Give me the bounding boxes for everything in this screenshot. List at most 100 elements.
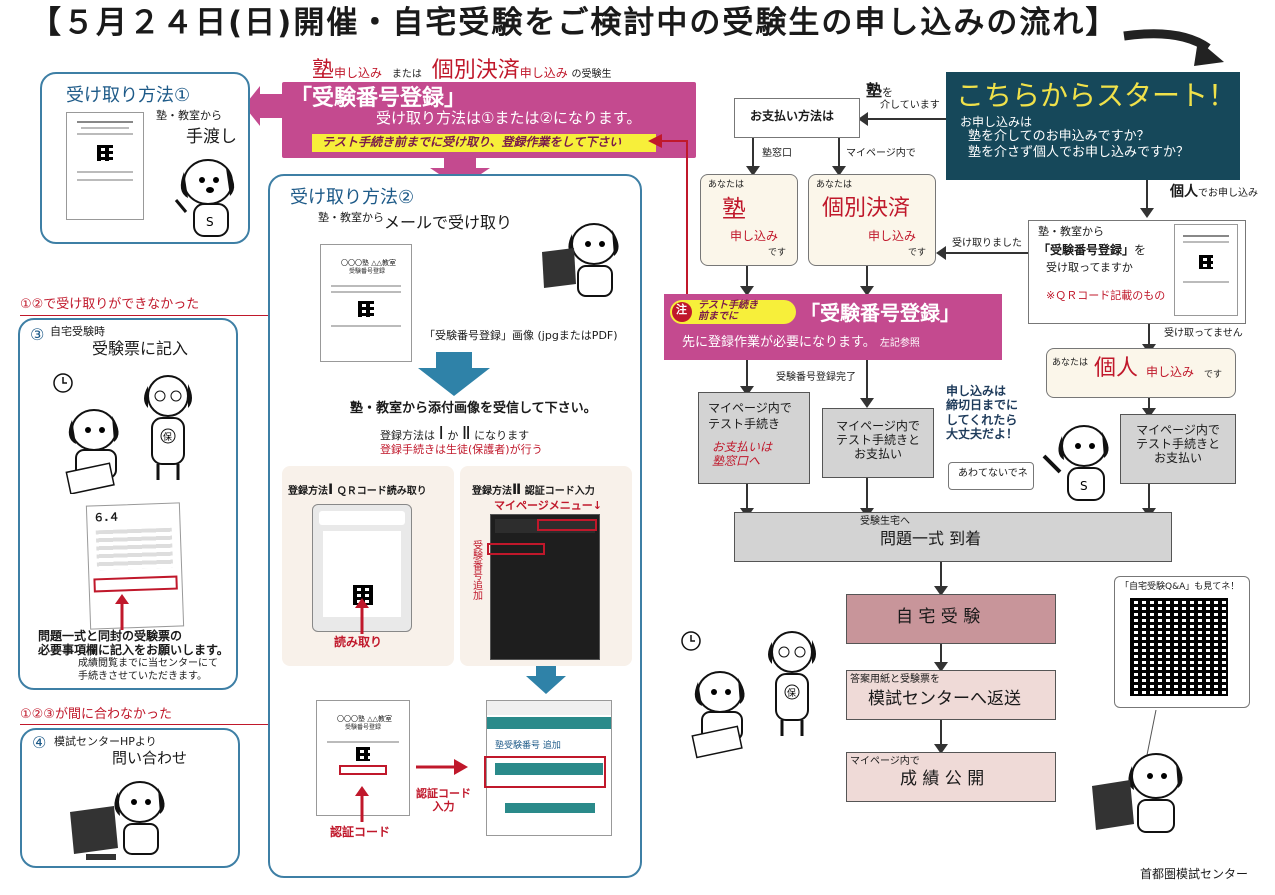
deadline-note-bar xyxy=(312,134,656,152)
payment-text: お支払い方法は xyxy=(750,109,835,123)
method3-pre: 自宅受験時 xyxy=(50,325,105,338)
method3-note3: 成績閲覧までに当センターにて xyxy=(78,658,218,669)
home-exam: 自 宅 受 験 xyxy=(896,607,981,627)
method3-action: 受験票に記入 xyxy=(92,339,189,358)
svg-text:保: 保 xyxy=(163,431,172,443)
method4-num: ④ xyxy=(32,733,47,752)
mypage-2: マイページ内で テスト手続きと お支払い xyxy=(835,419,920,461)
dog-writing-icon xyxy=(65,409,119,494)
juku-desu: です xyxy=(768,248,787,258)
kobetsu-desu: です xyxy=(908,248,927,258)
document-image xyxy=(66,112,144,220)
mypage-1-a: マイページ内で xyxy=(708,401,792,415)
mypage-3: マイページ内で テスト手続きと お支払い xyxy=(1135,423,1220,465)
result: 成 績 公 開 xyxy=(900,769,985,789)
home-exam-box xyxy=(846,594,1056,644)
svg-text:S: S xyxy=(206,215,214,229)
arrival: 問題一式 到着 xyxy=(880,529,982,548)
receipt-q-end: 受け取ってますか xyxy=(1046,261,1133,274)
result-box xyxy=(846,752,1056,802)
unable12-label: ①②で受け取りができなかった xyxy=(20,297,200,312)
deadline-note: テスト手続き前までに受け取り、登録作業をして下さい xyxy=(322,135,622,149)
kojin-big: 個人 xyxy=(1094,356,1139,381)
reg2-side: 受験番号追加 xyxy=(470,540,482,600)
return-pre: 答案用紙と受験票を xyxy=(850,674,940,685)
reg-done: 受験番号登録完了 xyxy=(776,372,856,383)
receive-instruction: 塾・教室から添付画像を受信して下さい。 xyxy=(350,401,597,416)
reg1-read: 読み取り xyxy=(334,635,383,649)
return-box xyxy=(846,670,1056,720)
guardian-icon: 保 xyxy=(144,375,192,480)
start-q2: 塾を介さず個人でお申し込みですか？ xyxy=(968,145,1190,160)
mypage-1-note: お支払いは 塾窓口へ xyxy=(712,440,773,469)
start-q0: お申し込みは xyxy=(960,115,1033,129)
result-pre: マイページ内で xyxy=(850,756,920,767)
arrow-down-teal xyxy=(418,352,490,396)
mypage-label: マイページ内で xyxy=(846,148,916,159)
reg-required-title: 「受験番号登録」 xyxy=(800,301,960,325)
clock-icon xyxy=(53,373,73,393)
attn-mark xyxy=(672,302,692,322)
return: 模試センターへ返送 xyxy=(868,689,1021,709)
svg-text:保: 保 xyxy=(787,687,796,699)
dog-writing-icon xyxy=(691,671,745,759)
mypage-box-3 xyxy=(1120,414,1236,484)
mypage-box-2 xyxy=(822,408,934,478)
reg2-code-in: 認証コード 入力 xyxy=(416,787,471,813)
no-rush-bubble xyxy=(948,462,1034,490)
kobetsu-box xyxy=(808,174,936,266)
exam-ticket-image: ６.４ xyxy=(85,502,185,630)
arrow-up-red xyxy=(355,598,369,634)
juku-big: 塾 xyxy=(722,195,746,223)
method3-note4: 手続きさせていただきます。 xyxy=(78,671,207,682)
deadline-text: 申し込みは 締切日までに してくれたら 大丈夫だよ！ xyxy=(946,384,1019,442)
juku-sub: 申し込み xyxy=(730,229,779,243)
code-input-highlight xyxy=(484,756,606,788)
document-image: 〇〇〇塾 △△教室 受験番号登録 xyxy=(320,244,412,362)
received-label: 受け取りました xyxy=(952,238,1022,249)
via-juku-sub: 介しています xyxy=(880,100,940,111)
method2-action: メールで受け取り xyxy=(384,213,513,232)
reg2-code-label: 認証コード xyxy=(330,825,391,839)
kobetsu-sub: 申し込み xyxy=(868,229,917,243)
top-note: 塾申し込み または 個別決済申し込み の受験生 xyxy=(312,58,612,83)
arrow-up-red xyxy=(115,594,129,630)
juku-box xyxy=(700,174,798,266)
qa-text: 「自宅受験Q&A」も見てネ！ xyxy=(1120,582,1240,592)
reg-required-line: 先に登録作業が必要になります。 左記参照 xyxy=(682,335,920,350)
start-title: こちらからスタート！ xyxy=(956,79,1237,112)
method4-pre: 模試センターHPより xyxy=(54,735,157,748)
dark-phone-screenshot xyxy=(487,514,600,660)
dog-computer-icon xyxy=(70,781,165,860)
mypage-box-1 xyxy=(698,392,810,484)
receipt-q-pre: 塾・教室から xyxy=(1038,225,1104,238)
via-juku: 塾を xyxy=(866,81,894,100)
arrow-up-red xyxy=(355,786,369,822)
method4-action: 問い合わせ xyxy=(112,749,188,767)
kojin-label: 個人でお申し込み xyxy=(1170,184,1258,200)
method2-from: 塾・教室から xyxy=(318,211,384,224)
dog-thumbs-up-icon: S xyxy=(1042,425,1109,501)
reg-method-line: 登録方法は Ⅰ か Ⅱ になります xyxy=(380,423,530,444)
dog-computer-icon xyxy=(542,223,619,297)
svg-text:S: S xyxy=(1080,479,1088,493)
receipt-q-main: 「受験番号登録」を xyxy=(1038,243,1147,257)
qr-code-icon[interactable] xyxy=(1130,598,1228,696)
mypage-1-b: テスト手続き xyxy=(708,417,781,431)
kadoguchi: 塾窓口 xyxy=(762,148,792,159)
method1-title: 受け取り方法① xyxy=(66,85,191,106)
arrow-curve-icon xyxy=(1123,29,1224,66)
document-image: 〇〇〇塾 △△教室 受験番号登録 xyxy=(316,700,410,816)
not-received-label: 受け取ってません xyxy=(1164,328,1243,339)
dog-computer-icon xyxy=(1092,710,1183,833)
method3-note2: 必要事項欄に記入をお願いします。 xyxy=(38,643,229,657)
registration-line: 受け取り方法は①または②になります。 xyxy=(376,109,642,127)
start-q1: 塾を介してのお申込みですか？ xyxy=(968,129,1150,144)
start-box xyxy=(946,72,1240,180)
reg2-title: 登録方法Ⅱ 認証コード入力 xyxy=(472,482,595,498)
clock-icon xyxy=(681,631,701,651)
method3-num: ③ xyxy=(30,325,45,344)
payment-box xyxy=(734,98,860,138)
image-caption: 「受験番号登録」画像 (jpgまたはPDF) xyxy=(424,329,618,342)
juku-anata: あなたは xyxy=(708,180,745,190)
